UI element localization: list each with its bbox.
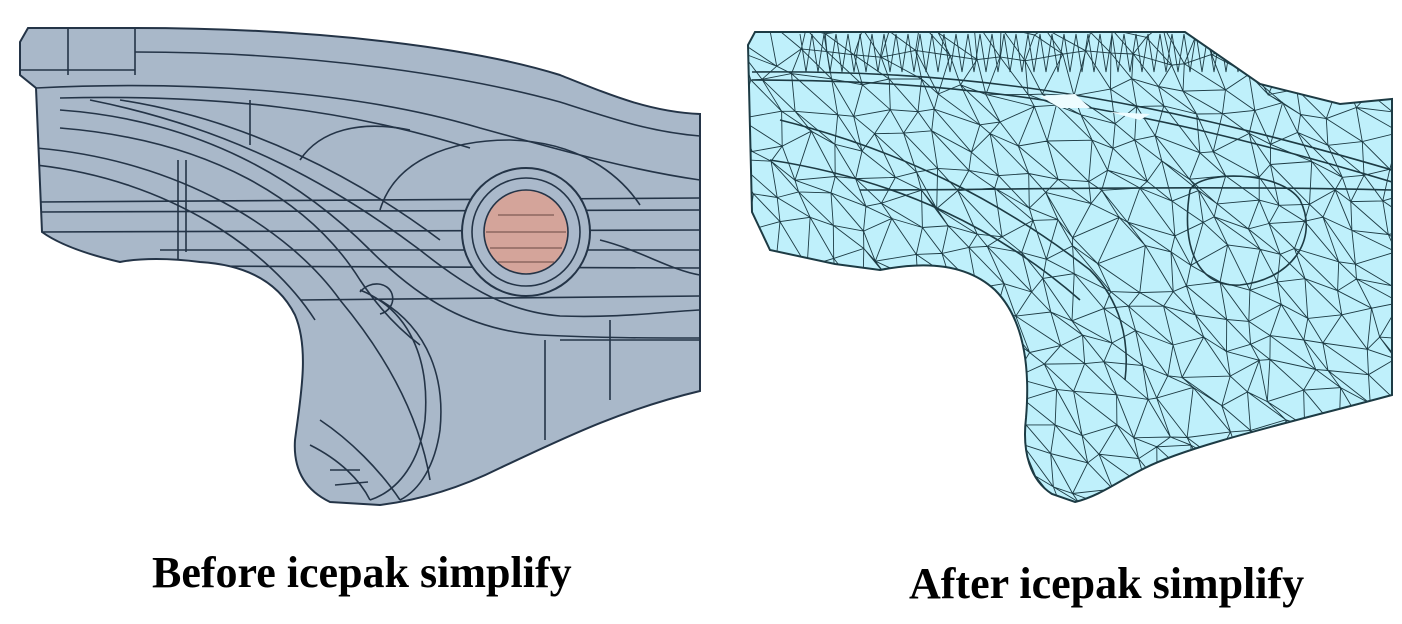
before-caption: Before icepak simplify: [152, 548, 572, 597]
mesh-feature-curve: [779, 119, 1128, 381]
after-caption: After icepak simplify: [909, 559, 1305, 608]
mesh-feature-curve: [1186, 175, 1308, 286]
after-highlight: [1040, 94, 1090, 108]
before-panel: [19, 27, 701, 507]
before-feature-edges: [20, 28, 700, 501]
mesh-feature-curve: [751, 71, 1392, 171]
after-panel: [746, 31, 1393, 504]
after-highlight-2: [1110, 112, 1150, 120]
mesh-feature-curve: [751, 79, 1392, 183]
before-hole-lines: [486, 214, 566, 263]
mesh-feature-curve: [769, 159, 1081, 301]
mesh-feature-curve: [859, 186, 1392, 191]
